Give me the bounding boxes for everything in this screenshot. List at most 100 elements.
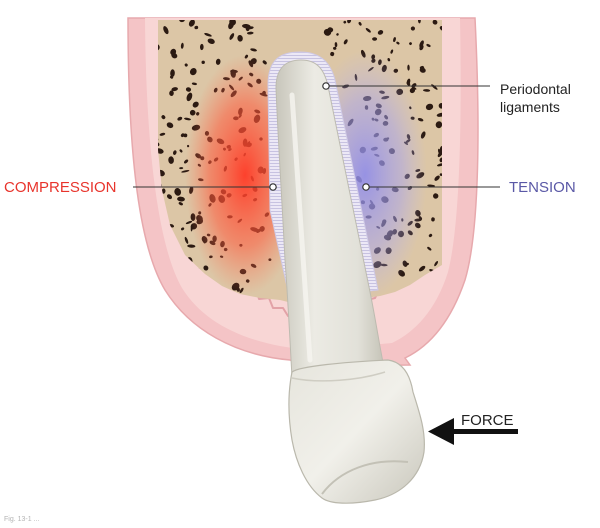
marrow-space [427, 184, 435, 187]
marrow-space [434, 261, 439, 267]
marrow-space [245, 25, 250, 32]
marrow-space [199, 43, 204, 51]
label-anchor-dots [269, 82, 370, 191]
leader-lines [133, 85, 500, 188]
marrow-space [425, 103, 434, 111]
marrow-space [188, 20, 195, 27]
marrow-space [336, 33, 339, 36]
marrow-space [187, 244, 196, 248]
marrow-space [159, 132, 166, 136]
marrow-space [158, 44, 160, 51]
marrow-space [437, 149, 442, 158]
marrow-space [171, 87, 178, 92]
marrow-space [330, 51, 335, 57]
marrow-space [185, 87, 192, 92]
marrow-space [439, 26, 442, 32]
marrow-space [169, 75, 174, 79]
marrow-space [174, 188, 182, 196]
compression-label: COMPRESSION [4, 179, 117, 196]
marrow-space [435, 121, 442, 129]
marrow-space [161, 188, 166, 194]
cej-line [291, 371, 386, 382]
marrow-space [179, 167, 184, 170]
marrow-space [186, 92, 193, 102]
marrow-space [407, 64, 410, 71]
marrow-space [427, 246, 432, 251]
marrow-space [184, 117, 191, 121]
marrow-space [158, 148, 164, 154]
marrow-space [434, 175, 440, 181]
marrow-space [247, 31, 254, 35]
marrow-space [426, 44, 431, 47]
marrow-space [396, 41, 400, 45]
marrow-space [411, 86, 417, 90]
marrow-space [184, 63, 188, 67]
marrow-space [439, 157, 442, 163]
marrow-space [347, 20, 352, 24]
periodontal-label-line2: ligaments [500, 99, 560, 115]
marrow-space [229, 33, 235, 40]
marrow-space [419, 40, 424, 48]
marrow-space [170, 48, 177, 56]
marrow-space [327, 27, 334, 33]
marrow-space [166, 194, 173, 200]
marrow-space [423, 89, 431, 92]
periodontal-ligaments-label: Periodontal ligaments [500, 80, 571, 116]
periodontal-label-line1: Periodontal [500, 81, 571, 97]
marrow-space [163, 26, 169, 35]
marrow-space [158, 141, 160, 147]
marrow-space [393, 37, 396, 43]
marrow-space [250, 48, 257, 52]
marrow-space [161, 115, 166, 120]
marrow-space [437, 163, 442, 167]
marrow-space [189, 68, 197, 76]
marrow-space [168, 156, 174, 164]
tooth-crown [288, 359, 425, 504]
marrow-space [436, 112, 442, 117]
marrow-space [372, 37, 378, 41]
marrow-space [237, 35, 243, 42]
marrow-space [390, 49, 394, 54]
marrow-space [194, 25, 199, 30]
marrow-space [229, 20, 236, 26]
marrow-space [418, 265, 426, 272]
marrow-space [184, 236, 189, 244]
marrow-space [178, 202, 183, 206]
marrow-space [179, 149, 183, 153]
marrow-space [409, 42, 412, 46]
marrow-space [180, 42, 184, 49]
force-label: FORCE [461, 412, 514, 429]
marrow-space [343, 39, 348, 45]
figure-caption: Fig. 13-1 ... [4, 516, 40, 523]
marrow-space [180, 133, 185, 138]
marrow-space [215, 58, 221, 65]
marrow-space [207, 38, 215, 44]
marrow-space [428, 233, 433, 238]
marrow-space [432, 20, 438, 25]
marrow-space [439, 173, 442, 176]
marrow-space [343, 20, 347, 24]
marrow-space [201, 60, 205, 65]
marrow-space [377, 30, 384, 35]
marrow-space [334, 42, 338, 48]
marrow-space [438, 103, 442, 109]
crown-occlusal-edge [321, 460, 409, 495]
marrow-space [166, 122, 174, 129]
marrow-space [177, 196, 185, 202]
marrow-space [365, 28, 371, 33]
marrow-space [417, 20, 421, 24]
marrow-space [173, 150, 177, 155]
marrow-space [191, 82, 197, 86]
left-arrow-icon [428, 418, 518, 445]
marrow-space [170, 69, 175, 78]
marrow-space [181, 227, 185, 231]
marrow-space [177, 116, 183, 121]
marrow-space [179, 20, 185, 23]
marrow-space [431, 217, 435, 222]
marrow-space [204, 32, 212, 37]
marrow-space [169, 90, 174, 96]
marrow-space [410, 26, 415, 31]
marrow-space [358, 21, 362, 26]
tension-label: TENSION [509, 179, 576, 196]
